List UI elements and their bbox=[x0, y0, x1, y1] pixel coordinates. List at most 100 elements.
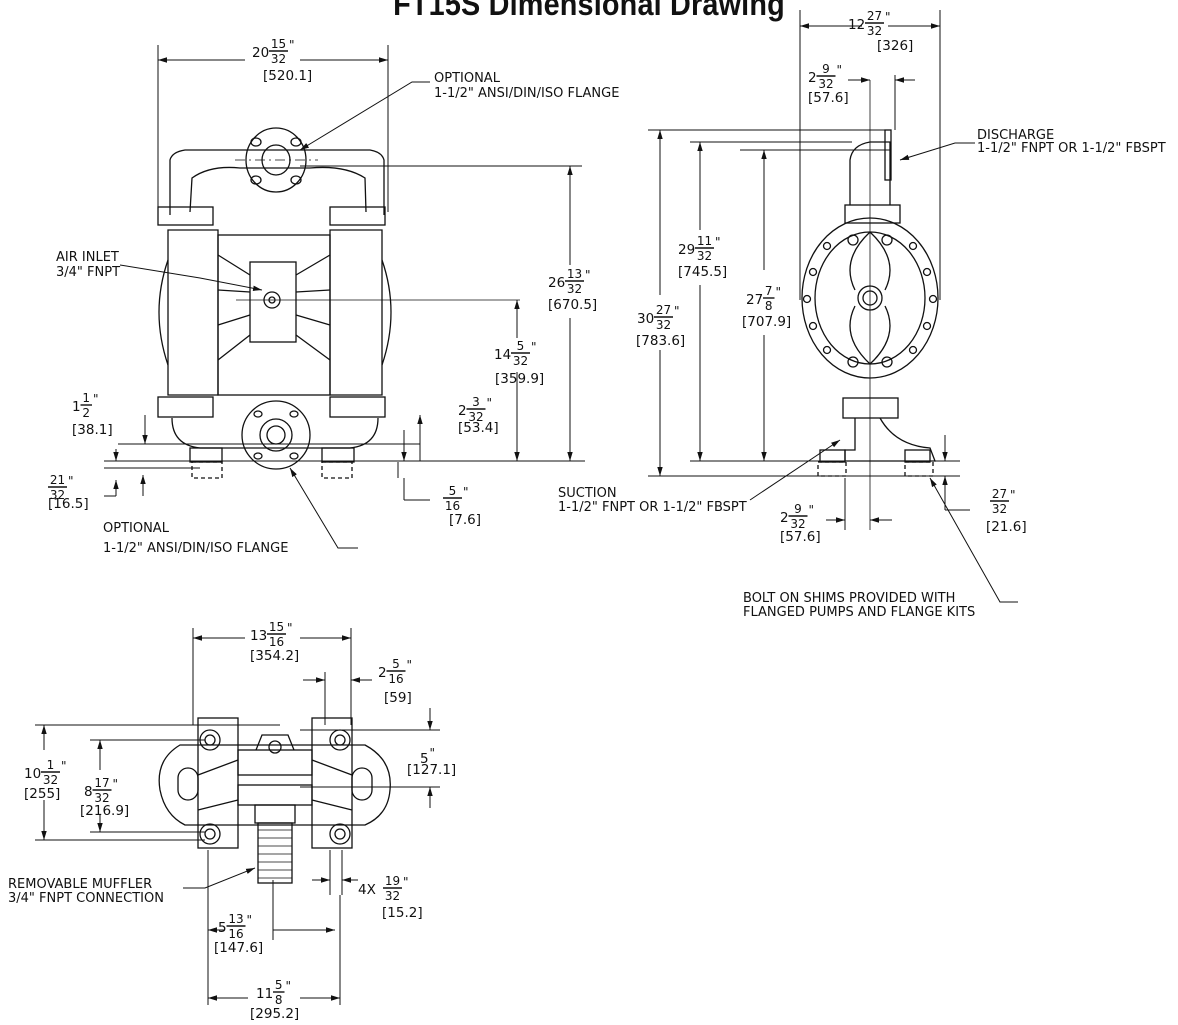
callout-discharge-2: 1-1/2" FNPT OR 1-1/2" FBSPT bbox=[977, 141, 1166, 156]
dimension-metric: [59] bbox=[384, 690, 412, 706]
callout-suction-2: 1-1/2" FNPT OR 1-1/2" FBSPT bbox=[558, 500, 747, 515]
dimension-numerator: 15 bbox=[271, 37, 286, 51]
dimension-whole: 29 bbox=[678, 242, 695, 258]
callout-flange-top-2: 1-1/2" ANSI/DIN/ISO FLANGE bbox=[434, 86, 619, 101]
dimension-denominator: 32 bbox=[468, 410, 483, 424]
dimension-values: 201532"[520.1]261332"[670.5]14532"[359.9… bbox=[24, 9, 1027, 1022]
dimension-denominator: 32 bbox=[567, 282, 582, 296]
callout-muffler-1: REMOVABLE MUFFLER bbox=[8, 877, 152, 892]
front-dimension-lines bbox=[104, 45, 585, 549]
dimension-whole: 10 bbox=[24, 766, 41, 782]
dimension-denominator: 16 bbox=[269, 635, 284, 649]
callout-air-inlet-2: 3/4" FNPT bbox=[56, 265, 120, 280]
inch-mark: " bbox=[674, 304, 680, 318]
inch-mark: " bbox=[487, 396, 493, 410]
dimension-whole: 4X bbox=[358, 882, 376, 898]
dimension-metric: [255] bbox=[24, 786, 60, 802]
dimension-metric: [21.6] bbox=[986, 519, 1027, 535]
inch-mark: " bbox=[403, 875, 409, 889]
dimension-whole: 2 bbox=[780, 510, 789, 526]
dimension-whole: 8 bbox=[84, 784, 93, 800]
dimension-metric: [127.1] bbox=[407, 762, 456, 778]
dimension-numerator: 27 bbox=[867, 9, 882, 23]
dimension-metric: [745.5] bbox=[678, 264, 727, 280]
dimension-numerator: 13 bbox=[228, 912, 243, 926]
inch-mark: " bbox=[430, 746, 436, 760]
dimension-whole: 5 bbox=[218, 920, 227, 936]
dimension-denominator: 32 bbox=[94, 791, 109, 805]
svg-text:1-1/2" FNPT OR 1-1/2" FBSPT: 1-1/2" FNPT OR 1-1/2" FBSPT bbox=[558, 500, 747, 515]
dimension-metric: [707.9] bbox=[742, 314, 791, 330]
dimension-numerator: 1 bbox=[82, 391, 90, 405]
dimension-denominator: 32 bbox=[697, 249, 712, 263]
dimension-metric: [53.4] bbox=[458, 420, 499, 436]
svg-text:1-1/2" ANSI/DIN/ISO FLANGE: 1-1/2" ANSI/DIN/ISO FLANGE bbox=[103, 541, 288, 556]
svg-text:3/4" FNPT: 3/4" FNPT bbox=[56, 265, 120, 280]
inch-mark: " bbox=[837, 63, 843, 77]
callout-labels: OPTIONAL 1-1/2" ANSI/DIN/ISO FLANGE AIR … bbox=[8, 71, 1166, 906]
inch-mark: " bbox=[93, 392, 99, 406]
dimension-numerator: 13 bbox=[567, 267, 582, 281]
dimension-metric: [359.9] bbox=[495, 371, 544, 387]
top-view bbox=[158, 717, 391, 884]
callout-flange-top-1: OPTIONAL bbox=[434, 71, 501, 86]
dimension-whole: 2 bbox=[378, 665, 387, 681]
dimension-whole: 2 bbox=[458, 403, 467, 419]
dimension-metric: [57.6] bbox=[780, 529, 821, 545]
dimension-metric: [147.6] bbox=[214, 940, 263, 956]
inch-mark: " bbox=[809, 503, 815, 517]
dimension-numerator: 5 bbox=[517, 339, 525, 353]
dimension-metric: [16.5] bbox=[48, 496, 89, 512]
dimension-metric: [670.5] bbox=[548, 297, 597, 313]
callout-air-inlet-1: AIR INLET bbox=[56, 250, 119, 265]
dimension-denominator: 32 bbox=[656, 318, 671, 332]
dimension-whole: 1 bbox=[72, 399, 81, 415]
dimension-denominator: 32 bbox=[790, 517, 805, 531]
dimension-whole: 11 bbox=[256, 986, 273, 1002]
dimension-denominator: 32 bbox=[385, 889, 400, 903]
dimension-numerator: 19 bbox=[385, 874, 400, 888]
svg-text:FLANGED PUMPS AND FLANGE KITS: FLANGED PUMPS AND FLANGE KITS bbox=[743, 605, 975, 620]
dimension-numerator: 5 bbox=[275, 978, 283, 992]
dimension-metric: [295.2] bbox=[250, 1006, 299, 1022]
dimension-numerator: 21 bbox=[50, 473, 65, 487]
inch-mark: " bbox=[113, 777, 119, 791]
svg-text:OPTIONAL: OPTIONAL bbox=[103, 521, 170, 536]
dimension-denominator: 8 bbox=[275, 993, 283, 1007]
callout-shims-1: BOLT ON SHIMS PROVIDED WITH bbox=[743, 591, 955, 606]
inch-mark: " bbox=[68, 474, 74, 488]
dimension-denominator: 16 bbox=[445, 499, 460, 513]
callout-flange-bottom-1: OPTIONAL bbox=[103, 521, 170, 536]
svg-text:SUCTION: SUCTION bbox=[558, 486, 617, 501]
dimension-denominator: 32 bbox=[43, 773, 58, 787]
dimension-metric: [326] bbox=[877, 38, 913, 54]
dimension-shim-front: 516"[7.6] bbox=[443, 484, 481, 528]
front-view bbox=[157, 127, 520, 479]
dimension-numerator: 11 bbox=[697, 234, 712, 248]
callout-muffler-2: 3/4" FNPT CONNECTION bbox=[8, 891, 164, 906]
inch-mark: " bbox=[531, 340, 537, 354]
dimension-numerator: 9 bbox=[822, 62, 830, 76]
svg-text:DISCHARGE: DISCHARGE bbox=[977, 128, 1054, 143]
dimension-numerator: 1 bbox=[47, 758, 55, 772]
dimension-denominator: 32 bbox=[992, 502, 1007, 516]
inch-mark: " bbox=[776, 285, 782, 299]
dimension-metric: [57.6] bbox=[808, 90, 849, 106]
dimension-numerator: 15 bbox=[269, 620, 284, 634]
dimension-denominator: 32 bbox=[818, 77, 833, 91]
dimension-whole: 14 bbox=[494, 347, 511, 363]
inch-mark: " bbox=[286, 979, 292, 993]
dimension-numerator: 5 bbox=[449, 484, 457, 498]
dimension-numerator: 27 bbox=[656, 303, 671, 317]
dimension-denominator: 2 bbox=[82, 406, 90, 420]
drawing-title: FT15S Dimensional Drawing bbox=[393, 0, 785, 22]
